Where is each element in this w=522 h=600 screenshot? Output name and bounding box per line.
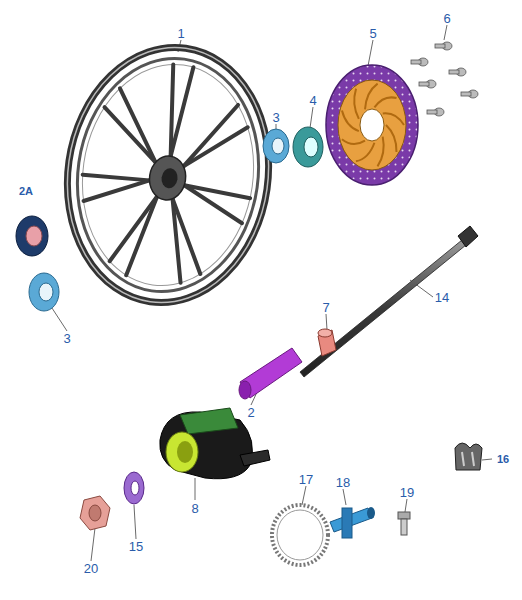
spacer bbox=[318, 329, 336, 356]
callout-number: 6 bbox=[442, 11, 451, 26]
callout-number: 16 bbox=[496, 453, 510, 466]
callout-number: 7 bbox=[321, 300, 330, 315]
callout-number: 5 bbox=[368, 26, 377, 41]
bearing bbox=[29, 273, 59, 311]
callout-number: 18 bbox=[335, 475, 351, 490]
callout-number: 4 bbox=[308, 93, 317, 108]
washer bbox=[124, 472, 144, 504]
wheel bbox=[51, 34, 285, 315]
spacer-tube bbox=[239, 348, 302, 399]
callout-number: 19 bbox=[399, 485, 415, 500]
axle bbox=[300, 226, 478, 377]
callout-number: 8 bbox=[190, 501, 199, 516]
callout-number: 1 bbox=[176, 26, 185, 41]
sensor-bolt bbox=[398, 512, 410, 535]
callout-number: 3 bbox=[271, 110, 280, 125]
callout-number: 20 bbox=[83, 561, 99, 576]
callout-number: 15 bbox=[128, 539, 144, 554]
callout-number: 14 bbox=[434, 290, 450, 305]
oil-seal bbox=[293, 127, 323, 167]
callout-number: 2A bbox=[18, 185, 34, 198]
clip bbox=[455, 443, 482, 470]
sensor-ring bbox=[272, 505, 328, 565]
callout-number: 2 bbox=[246, 405, 255, 420]
brake-disc bbox=[326, 65, 418, 185]
callout-number: 17 bbox=[298, 472, 314, 487]
speed-sensor bbox=[330, 507, 375, 538]
leader-lines bbox=[50, 25, 492, 561]
axle-nut bbox=[80, 496, 110, 530]
bearing bbox=[263, 129, 289, 163]
disc-bolts bbox=[411, 42, 478, 116]
callout-number: 3 bbox=[62, 331, 71, 346]
bearing-2a bbox=[16, 216, 48, 256]
